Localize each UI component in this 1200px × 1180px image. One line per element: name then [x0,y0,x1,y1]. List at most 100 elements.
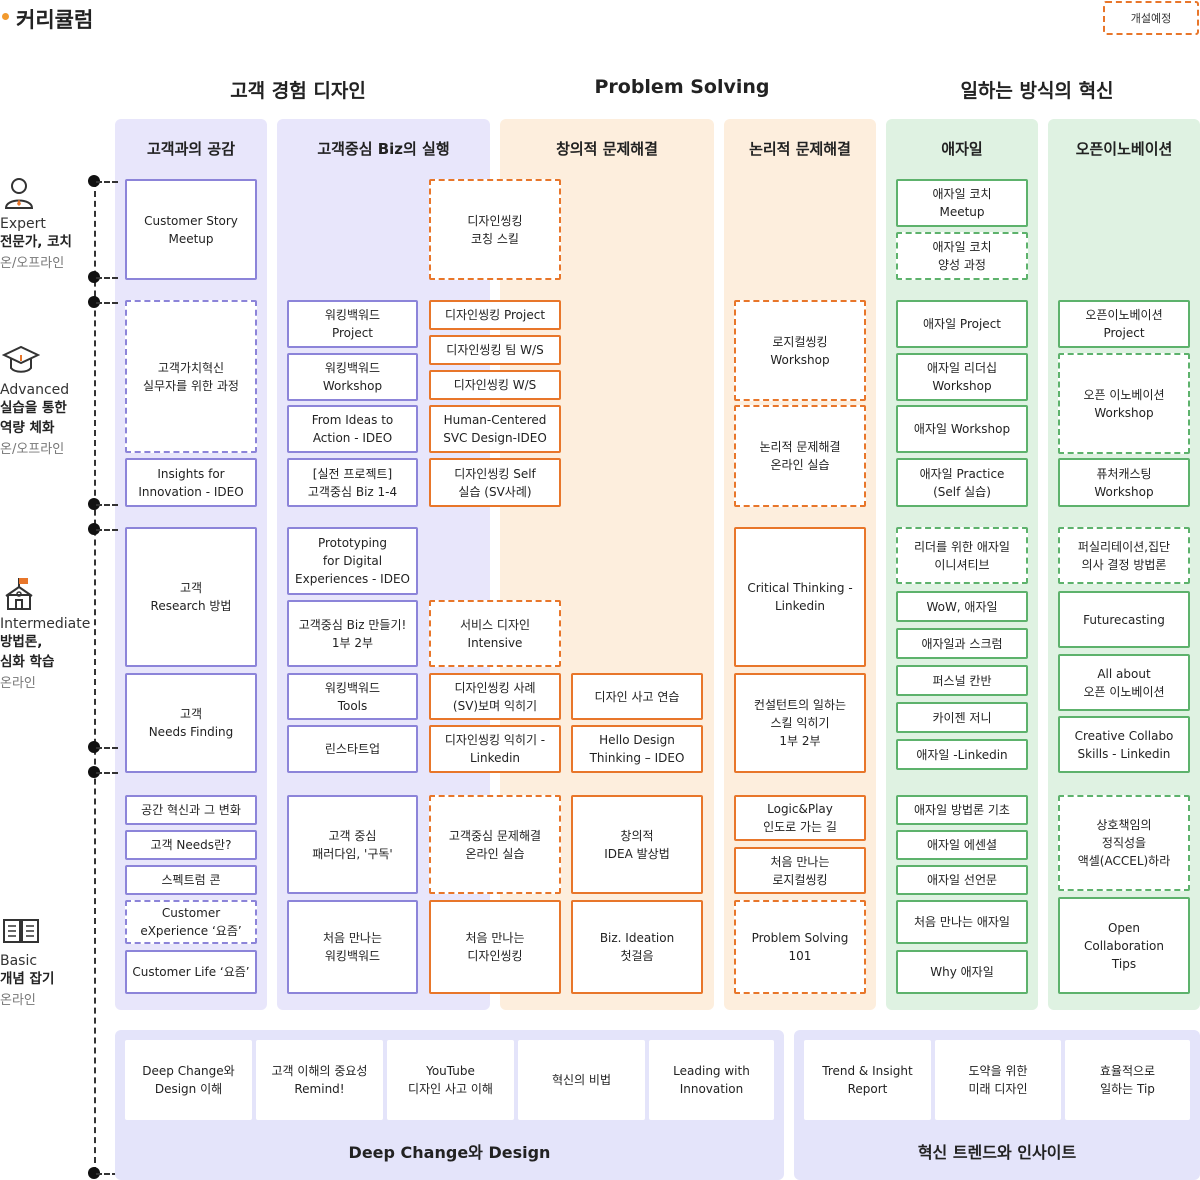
course-card[interactable]: Logic&Play 인도로 가는 길 [734,795,866,841]
course-card[interactable]: 처음 만나는 디자인씽킹 [429,900,561,994]
course-card[interactable]: 효율적으로 일하는 Tip [1065,1040,1190,1120]
course-card-planned[interactable]: Problem Solving 101 [734,900,866,994]
level-en: Expert [0,216,46,232]
course-card[interactable]: 디자인 사고 연습 [571,673,703,720]
course-card[interactable]: WoW, 애자일 [896,591,1028,622]
book-icon [2,916,40,950]
course-card[interactable]: 디자인씽킹 익히기 - Linkedin [429,725,561,773]
course-card[interactable]: Hello Design Thinking – IDEO [571,725,703,773]
course-card[interactable]: [실전 프로젝트] 고객중심 Biz 1-4 [287,458,418,507]
course-card[interactable]: 공간 혁신과 그 변화 [125,795,257,825]
course-card[interactable]: 고객 Needs Finding [125,673,257,773]
course-card-planned[interactable]: 서비스 디자인 Intensive [429,600,561,667]
course-card[interactable]: Insights for Innovation - IDEO [125,458,257,507]
course-card[interactable]: 고객 Research 방법 [125,527,257,667]
course-card[interactable]: 애자일 리더십 Workshop [896,353,1028,401]
course-card-planned[interactable]: 디자인씽킹 코칭 스킬 [429,179,561,280]
course-card[interactable]: 디자인씽킹 사례 (SV)보며 익히기 [429,673,561,720]
course-card[interactable]: 처음 만나는 애자일 [896,900,1028,944]
course-card[interactable]: 애자일 선언문 [896,865,1028,895]
timeline-dot [88,296,100,308]
course-card[interactable]: 애자일 Practice (Self 실습) [896,458,1028,507]
level-intermediate: Intermediate 방법론, 심화 학습 온라인 [0,616,90,691]
course-card[interactable]: 디자인씽킹 팀 W/S [429,335,561,365]
footer-title-trend-insight: 혁신 트렌드와 인사이트 [917,1143,1077,1162]
course-card[interactable]: 애자일 Project [896,300,1028,348]
course-card[interactable]: 처음 만나는 로지컬씽킹 [734,847,866,894]
course-card-planned[interactable]: 상호책임의 정직성을 액셀(ACCEL)하라 [1058,795,1190,891]
course-card-planned[interactable]: 애자일 코치 양성 과정 [896,232,1028,280]
course-card[interactable]: 카이젠 저니 [896,702,1028,733]
course-card-planned[interactable]: 고객가치혁신 실무자를 위한 과정 [125,300,257,453]
course-card[interactable]: 워킹백워드 Tools [287,673,418,720]
course-card[interactable]: 애자일 -Linkedin [896,739,1028,770]
course-card[interactable]: 퍼스널 칸반 [896,665,1028,696]
course-card-planned[interactable]: 논리적 문제해결 온라인 실습 [734,405,866,507]
course-card[interactable]: Prototyping for Digital Experiences - ID… [287,527,418,595]
timeline-connector [96,302,118,304]
level-expert: Expert 전문가, 코치 온/오프라인 [0,216,72,271]
course-card[interactable]: Critical Thinking - Linkedin [734,527,866,667]
level-en: Advanced [0,382,70,398]
course-card[interactable]: 애자일과 스크럼 [896,628,1028,659]
course-card[interactable]: Open Collaboration Tips [1058,897,1190,994]
course-card[interactable]: YouTube 디자인 사고 이해 [387,1040,514,1120]
course-card[interactable]: 애자일 방법론 기초 [896,795,1028,825]
timeline-connector [96,529,118,531]
course-card[interactable]: Human-Centered SVC Design-IDEO [429,405,561,453]
level-ko: 개념 잡기 [0,971,55,987]
timeline-connector [96,747,118,749]
course-card-planned[interactable]: 고객중심 문제해결 온라인 실습 [429,795,561,894]
course-card[interactable]: All about 오픈 이노베이션 [1058,654,1190,711]
timeline-connector [96,504,118,506]
course-card[interactable]: From Ideas to Action - IDEO [287,405,418,453]
course-card[interactable]: Trend & Insight Report [804,1040,931,1120]
course-card-planned[interactable]: 퍼실리테이션,집단 의사 결정 방법론 [1058,527,1190,584]
course-card[interactable]: Futurecasting [1058,591,1190,648]
course-card[interactable]: 디자인씽킹 Project [429,300,561,330]
column-header-empathy: 고객과의 공감 [146,140,236,158]
course-card[interactable]: 워킹백워드 Workshop [287,353,418,401]
course-card[interactable]: 고객 이해의 중요성 Remind! [256,1040,383,1120]
course-card[interactable]: 고객 Needs란? [125,830,257,860]
course-card[interactable]: Deep Change와 Design 이해 [125,1040,252,1120]
course-card[interactable]: 스펙트럼 콘 [125,865,257,895]
course-card[interactable]: 워킹백워드 Project [287,300,418,348]
course-card-planned[interactable]: 오픈 이노베이션 Workshop [1058,353,1190,454]
level-ko: 실습을 통한 역량 체화 [0,400,67,436]
course-card[interactable]: Leading with Innovation [649,1040,774,1120]
course-card[interactable]: 애자일 에센셜 [896,830,1028,860]
group-header-problem-solving: Problem Solving [594,76,770,98]
course-card[interactable]: 창의적 IDEA 발상법 [571,795,703,894]
course-card[interactable]: 도약을 위한 미래 디자인 [935,1040,1061,1120]
course-card[interactable]: Customer Life ‘요즘’ [125,950,257,994]
course-card-planned[interactable]: Customer eXperience ‘요즘’ [125,900,257,944]
course-card[interactable]: Creative Collabo Skills - Linkedin [1058,716,1190,773]
course-card[interactable]: 고객 중심 패러다임, '구독' [287,795,418,894]
course-card[interactable]: 고객중심 Biz 만들기! 1부 2부 [287,600,418,667]
level-ko: 전문가, 코치 [0,234,72,250]
course-card[interactable]: 처음 만나는 워킹백워드 [287,900,418,994]
course-card[interactable]: 퓨처캐스팅 Workshop [1058,458,1190,507]
course-card-planned[interactable]: 로지컬씽킹 Workshop [734,300,866,401]
course-card[interactable]: 디자인씽킹 W/S [429,370,561,400]
level-en: Intermediate [0,616,91,632]
level-ko: 방법론, 심화 학습 [0,634,55,670]
course-card-planned[interactable]: 리더를 위한 애자일 이니셔티브 [896,527,1028,584]
course-card[interactable]: 오픈이노베이션 Project [1058,300,1190,348]
course-card[interactable]: 디자인씽킹 Self 실습 (SV사례) [429,458,561,507]
course-card[interactable]: 혁신의 비법 [518,1040,645,1120]
course-card[interactable]: Biz. Ideation 첫걸음 [571,900,703,994]
course-card[interactable]: Why 애자일 [896,950,1028,994]
title-bullet-icon [2,13,9,20]
level-basic: Basic 개념 잡기 온라인 [0,953,54,1008]
timeline-dot [88,498,100,510]
timeline-dot [88,175,100,187]
course-card[interactable]: Customer Story Meetup [125,179,257,280]
course-card[interactable]: 애자일 Workshop [896,405,1028,453]
level-mode: 온라인 [0,676,36,691]
course-card[interactable]: 린스타트업 [287,725,418,773]
level-mode: 온/오프라인 [0,256,65,271]
course-card[interactable]: 컨설턴트의 일하는 스킬 익히기 1부 2부 [734,673,866,773]
course-card[interactable]: 애자일 코치 Meetup [896,179,1028,227]
